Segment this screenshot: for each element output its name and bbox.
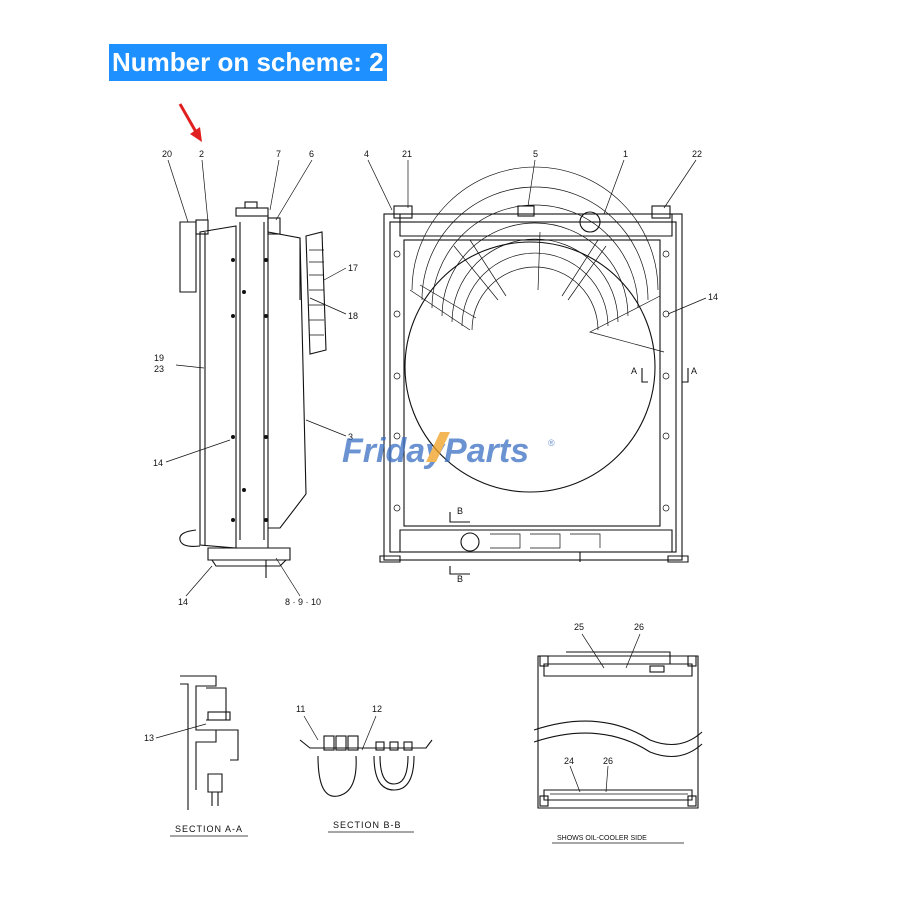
callout-14-side: 14 (153, 458, 163, 468)
callout-17: 17 (348, 263, 358, 273)
scheme-number-banner: Number on scheme: 2 (109, 44, 387, 81)
callout-26-bottom: 26 (603, 756, 613, 766)
callout-11: 11 (296, 704, 305, 714)
callout-6: 6 (309, 149, 314, 159)
callout-8-9-10: 8 · 9 · 10 (285, 597, 321, 607)
oil-cooler-side-view (533, 633, 703, 809)
svg-text:FridayParts: FridayParts (342, 432, 529, 470)
section-b-b-detail (299, 715, 433, 797)
section-b-mark-top: B (457, 506, 463, 516)
section-b-mark-bottom: B (457, 574, 463, 584)
oil-cooler-side-label: SHOWS OIL-COOLER SIDE (557, 835, 647, 842)
callout-12: 12 (372, 704, 382, 714)
callout-2: 2 (199, 149, 204, 159)
callout-25: 25 (574, 622, 584, 632)
callout-4: 4 (364, 149, 369, 159)
callout-24: 24 (564, 756, 574, 766)
pointer-arrow-icon (178, 103, 202, 142)
callout-14-front: 14 (708, 292, 718, 302)
svg-text:®: ® (548, 438, 555, 448)
callout-23: 23 (154, 364, 164, 374)
side-view (179, 201, 327, 578)
section-a-mark-right: A (691, 366, 697, 376)
callout-13: 13 (144, 733, 154, 743)
callout-5: 5 (533, 149, 538, 159)
callout-22: 22 (692, 149, 702, 159)
section-b-b-label: SECTION B-B (333, 820, 402, 830)
callout-3: 3 (348, 432, 353, 442)
fridayparts-watermark: FridayParts ® (342, 432, 555, 470)
callout-20: 20 (162, 149, 172, 159)
section-a-a-label: SECTION A-A (175, 824, 243, 834)
callout-1: 1 (623, 149, 628, 159)
callout-18: 18 (348, 311, 358, 321)
callout-21: 21 (402, 149, 412, 159)
callout-26-top: 26 (634, 622, 644, 632)
front-view (379, 166, 689, 575)
section-a-a-detail (155, 675, 239, 810)
leader-lines (165, 159, 707, 597)
callout-7: 7 (276, 149, 281, 159)
callout-19: 19 (154, 353, 164, 363)
section-a-mark-left: A (631, 366, 637, 376)
callout-14-bottom: 14 (178, 597, 188, 607)
